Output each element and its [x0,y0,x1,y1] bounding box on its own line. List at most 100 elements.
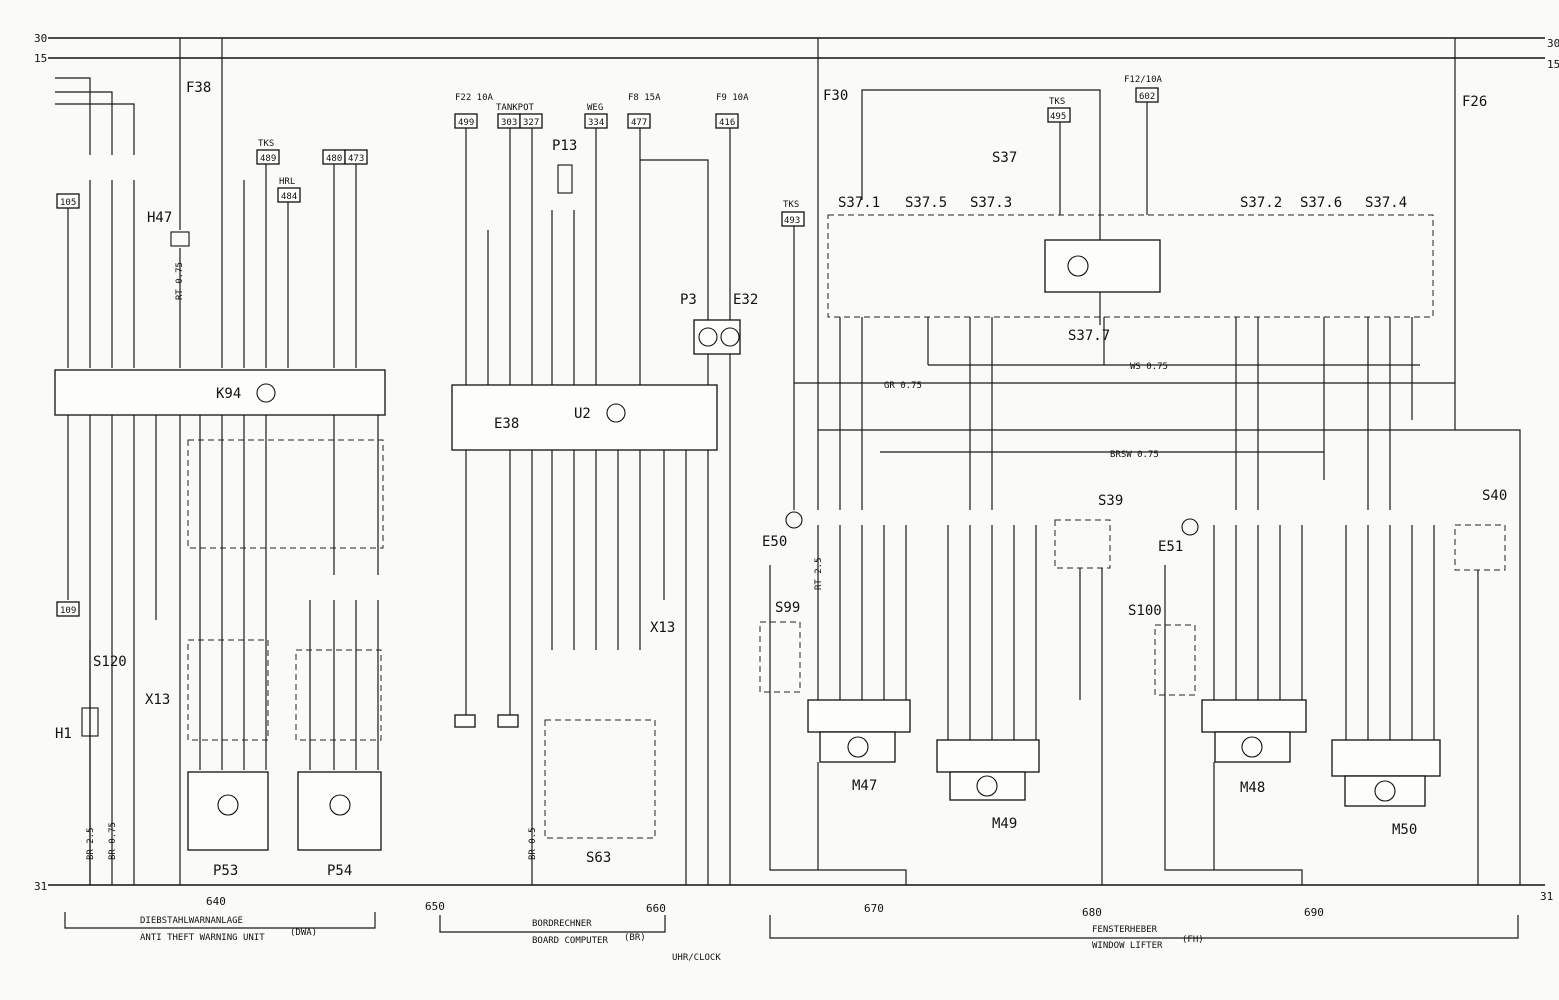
fuse-f26-label: F26 [1462,94,1487,110]
p13-label: P13 [552,138,577,154]
s99-label: S99 [775,600,800,616]
u2-label: U2 [574,406,591,422]
wire-label-rt: RT 0.75 [175,262,185,300]
footer-sections: 640 650 660 670 680 690 DIEBSTAHLWARNANL… [64,895,1519,963]
tag-334: 334 [588,118,604,128]
module-u2 [451,384,718,451]
rail-15-label-right: 15 [1547,58,1559,71]
tag-473: 473 [348,154,364,164]
switch-s39 [1054,519,1111,569]
p53-label: P53 [213,863,238,879]
br-title-en: BOARD COMPUTER [532,936,608,946]
switch-s40 [1454,524,1506,571]
m47-label: M47 [852,778,877,794]
section-640: 640 [206,895,226,908]
wire-label-br05: BR 0.5 [528,827,538,860]
tag-327: 327 [523,118,539,128]
rail-30-label-left: 30 [34,32,47,45]
rail-31-label-right: 31 [1540,890,1553,903]
clock-label: UHR/CLOCK [672,953,721,963]
motor-m50 [1331,739,1441,777]
motor-m49 [936,739,1040,773]
section-650: 650 [425,900,445,913]
s37-label: S37 [992,150,1017,166]
transistor-icon-u2 [606,403,626,423]
switch-s63 [544,719,656,839]
fuse-f22-label: F22 10A [455,93,494,103]
tag-tks-2: TKS [1049,97,1065,107]
transistor-icon [256,383,276,403]
s37-6-label: S37.6 [1300,195,1342,211]
motor-m47 [807,699,911,733]
e51-label: E51 [1158,539,1183,555]
s37-2-label: S37.2 [1240,195,1282,211]
tag-303: 303 [501,118,517,128]
m50-label: M50 [1392,822,1417,838]
tag-499: 499 [458,118,474,128]
tag-495: 495 [1050,112,1066,122]
tag-109: 109 [60,606,76,616]
e50-label: E50 [762,534,787,550]
k94-label: K94 [216,386,241,402]
m49-label: M49 [992,816,1017,832]
s37-1-label: S37.1 [838,195,880,211]
section-dwa: F38 H47 105 TKS 489 HRL 484 480 473 K94 [54,38,386,885]
sensor-p54 [297,771,382,851]
switch-s99 [759,621,801,693]
tag-602: 602 [1139,92,1155,102]
dwa-title-en: ANTI THEFT WARNING UNIT [140,933,265,943]
m48-label: M48 [1240,780,1265,796]
h47-label: H47 [147,210,172,226]
tag-weg: WEG [587,103,603,113]
fh-title-de: FENSTERHEBER [1092,925,1158,935]
wire-label-brsw: BRSW 0.75 [1110,450,1159,460]
tag-477: 477 [631,118,647,128]
sensor-p53 [187,771,269,851]
br-tag: (BR) [624,933,646,943]
tag-480: 480 [326,154,342,164]
tag-105: 105 [60,198,76,208]
tag-tks-3: TKS [783,200,799,210]
lamp-e50-icon [785,511,803,529]
br-title-de: BORDRECHNER [532,919,592,929]
switch-s100 [1154,624,1196,696]
section-board-computer: F22 10A 499 TANKPOT 303 327 WEG 334 F8 1… [451,93,758,885]
section-670: 670 [864,902,884,915]
s37-5-label: S37.5 [905,195,947,211]
s120-label: S120 [93,654,127,670]
p54-label: P54 [327,863,352,879]
wire-label-br075: BR 0.75 [108,822,118,860]
tag-tks-1: TKS [258,139,274,149]
fh-title-en: WINDOW LIFTER [1092,941,1163,951]
e32-label: E32 [733,292,758,308]
fuse-f8-label: F8 15A [628,93,661,103]
s100-label: S100 [1128,603,1162,619]
tag-489: 489 [260,154,276,164]
tag-tankpot: TANKPOT [496,103,535,113]
fuse-f9-label: F9 10A [716,93,749,103]
switch-block-s37 [827,214,1434,318]
s39-label: S39 [1098,493,1123,509]
s40-label: S40 [1482,488,1507,504]
s37-4-label: S37.4 [1365,195,1407,211]
tag-416: 416 [719,118,735,128]
p3-label: P3 [680,292,697,308]
lamp-e51-icon [1181,518,1199,536]
section-660: 660 [646,902,666,915]
module-k94 [54,369,386,416]
motor-m48 [1201,699,1307,733]
wire-label-br25: BR 2.5 [86,827,96,860]
tag-hrl: HRL [279,177,295,187]
dwa-title-de: DIEBSTAHLWARNANLAGE [140,916,243,926]
rail-30-label-right: 30 [1547,37,1559,50]
rail-31-label-left: 31 [34,880,47,893]
h1-label: H1 [55,726,72,742]
x13-label-left: X13 [145,692,170,708]
fuse-f12-label: F12/10A [1124,75,1163,85]
tag-484: 484 [281,192,297,202]
horn-h47-icon [170,231,190,247]
fuse-f30-label: F30 [823,88,848,104]
wire-label-ws: WS 0.75 [1130,362,1168,372]
